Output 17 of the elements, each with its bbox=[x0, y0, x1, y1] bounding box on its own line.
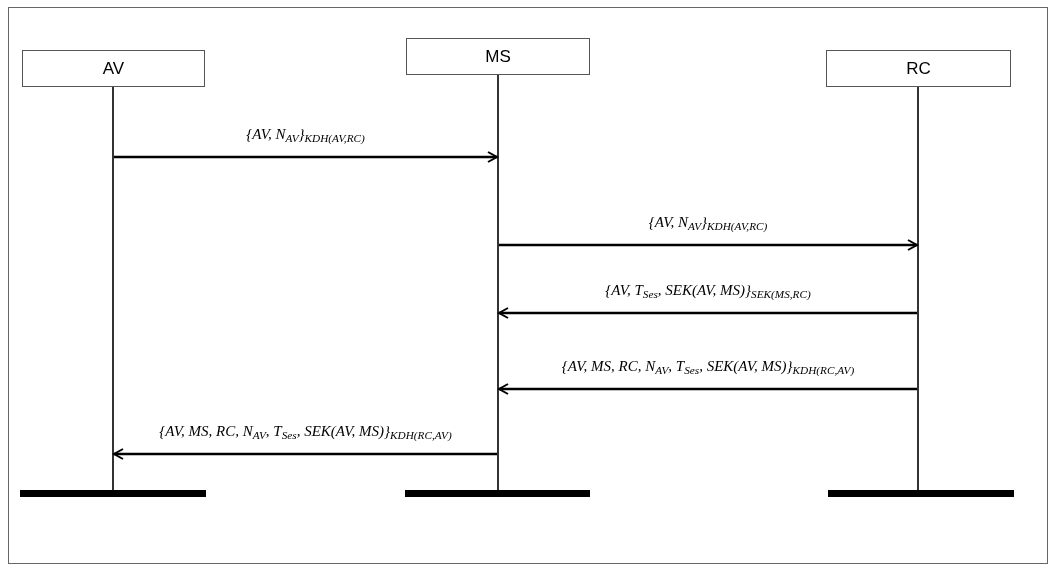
message-arrow bbox=[498, 383, 917, 395]
participant-box bbox=[406, 38, 590, 75]
message-arrow bbox=[114, 151, 498, 163]
participant-name: AV bbox=[102, 57, 125, 80]
participant-name: RC bbox=[906, 57, 931, 80]
lifeline bbox=[917, 87, 919, 490]
message-arrow bbox=[499, 239, 918, 251]
message-arrow bbox=[498, 307, 917, 319]
message-arrow bbox=[113, 448, 497, 460]
participant-box bbox=[826, 50, 1011, 87]
participant-box bbox=[22, 50, 205, 87]
lifeline bbox=[497, 75, 499, 490]
participant-name: MS bbox=[485, 45, 511, 68]
lifeline-end-bar bbox=[20, 490, 206, 497]
lifeline bbox=[112, 87, 114, 490]
lifeline-end-bar bbox=[828, 490, 1014, 497]
lifeline-end-bar bbox=[405, 490, 590, 497]
